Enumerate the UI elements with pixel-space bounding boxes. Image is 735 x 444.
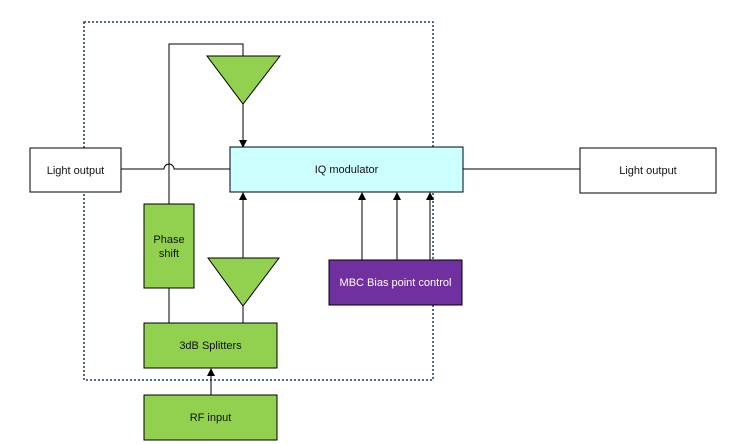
phase-shift-block: Phase shift [143,203,195,289]
splitters-block: 3dB Splitters [143,322,278,369]
splitters-label: 3dB Splitters [179,340,242,352]
light-output-right-label: Light output [619,165,677,177]
bias-control-label: MBC Bias point control [340,277,452,289]
phase-shift-label-line1: Phase [153,234,184,246]
light-output-left-block: Light output [29,147,122,193]
light-output-left-label: Light output [47,165,105,177]
connection-lines [121,43,580,395]
rf-input-block: RF input [143,394,278,441]
top-amplifier [206,55,282,105]
iq-modulator-block: IQ modulator [229,146,464,193]
bias-control-block: MBC Bias point control [328,259,463,306]
lower-amplifier [207,257,280,307]
link-phase-to-top-amp [168,43,244,204]
link-left-output-to-iq [121,163,230,170]
iq-modulator-label: IQ modulator [315,164,379,176]
light-output-right-block: Light output [579,147,717,194]
rf-input-label: RF input [190,412,232,424]
phase-shift-label-line2: shift [159,248,179,260]
modulator-enclosure [83,21,434,381]
